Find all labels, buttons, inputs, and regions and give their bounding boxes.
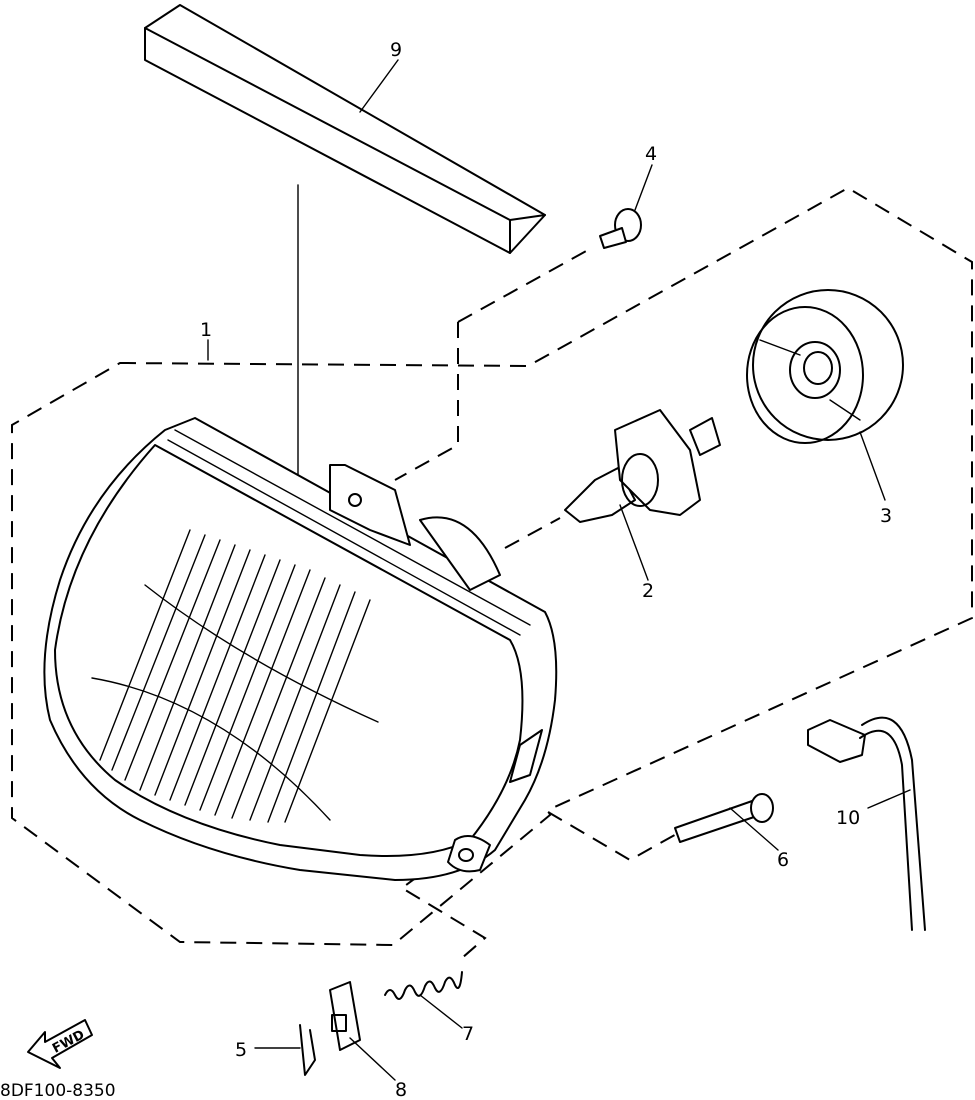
assembly-dashed-link-lower (400, 859, 487, 959)
bulb-part-2 (564, 409, 721, 523)
headlight-housing-part-1 (43, 417, 558, 881)
callout-3: 3 (880, 505, 892, 527)
callout-9: 9 (390, 39, 402, 61)
assembly-dashed-inner-link (394, 322, 459, 481)
callout-4: 4 (645, 143, 657, 165)
callout-5: 5 (235, 1039, 247, 1061)
callout-8-leader (349, 1037, 396, 1081)
lens-grid (91, 529, 379, 823)
callout-10-leader (867, 789, 911, 809)
callout-10: 10 (836, 807, 860, 829)
bulb-cover-part-3 (746, 289, 904, 444)
visor-strip-part-9 (144, 4, 546, 254)
callout-2-leader (619, 504, 649, 581)
wire-connector-part-10 (807, 716, 926, 931)
assembly-dashed-link-to-bolt4 (457, 249, 589, 323)
pin-part-5 (299, 1024, 316, 1076)
callout-6-leader (729, 807, 779, 851)
bolt-part-4 (599, 208, 642, 249)
callout-2: 2 (642, 580, 654, 602)
callout-7-leader (419, 994, 463, 1029)
callout-9-leader (359, 59, 399, 113)
assembly-dashed-link-to-screw6 (547, 811, 681, 862)
screw-part-6 (674, 793, 774, 843)
callout-3-leader (859, 431, 886, 501)
callout-6: 6 (777, 849, 789, 871)
diagram-code: 8DF100-8350 (0, 1081, 116, 1100)
callout-7: 7 (462, 1023, 474, 1045)
assembly-dashed-link-to-bulb (504, 517, 561, 549)
forward-arrow-icon: FWD (27, 1019, 93, 1069)
spring-part-7 (384, 971, 463, 1000)
callout-4-leader (634, 164, 653, 211)
callout-8: 8 (395, 1079, 407, 1100)
clip-part-8 (329, 981, 361, 1051)
callout-1: 1 (200, 319, 212, 341)
